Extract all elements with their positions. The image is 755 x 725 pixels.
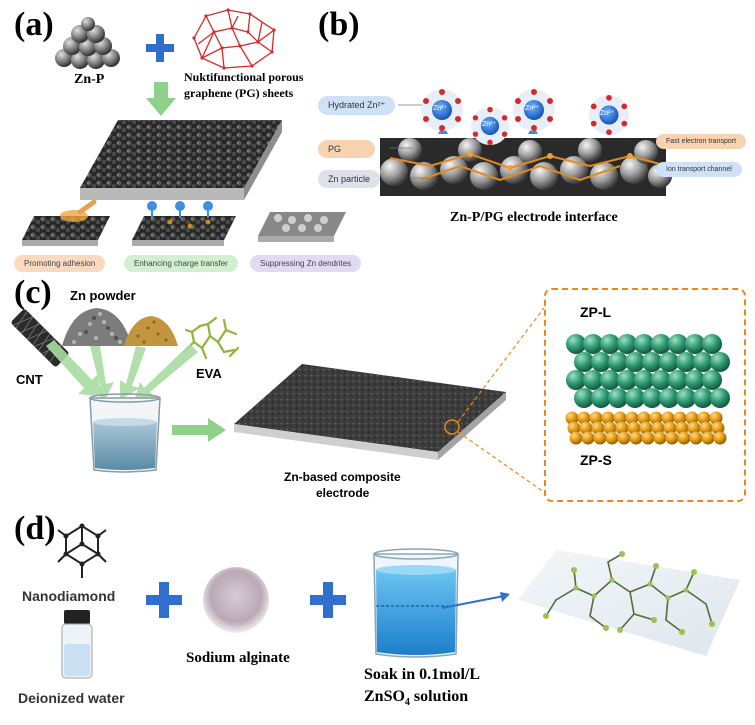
plus-icon [310,582,346,618]
cnt-label: CNT [16,372,43,387]
pointer-lines-left [390,104,428,179]
hydrated-ion-2-icon [470,106,510,146]
charge-transfer-slab-icon [132,201,236,246]
hydrated-ion-3-icon [513,89,555,131]
eva-label: EVA [196,366,222,381]
tag-hydrated-zn: Hydrated Zn²⁺ [318,96,396,115]
hydrated-ion-4-icon [588,94,630,136]
soak-formula-subscript: 4 [404,697,410,709]
tag-zn-particle: Zn particle [318,170,381,188]
panel-d-label: (d) [14,510,56,547]
down-arrow-icon [146,82,176,116]
pg-label-line1: Nuktifunctional porous [184,70,304,84]
zn-powder-label: Zn powder [70,288,136,303]
powder-pile-icon [124,316,178,346]
dendrite-slab-icon [258,212,346,242]
hydrated-ion-1-icon [421,89,463,131]
zn-p-particles-icon [55,17,120,69]
ingredient-arrows [46,340,198,402]
graphene-sheet-icon [192,8,276,70]
water-label: Deionized water [18,690,125,706]
nanodiamond-label: Nanodiamond [22,588,116,604]
zoom-box [544,288,746,502]
panel-b-label: (b) [318,6,360,43]
soak-beaker-icon [373,548,459,658]
pointer-arrow-icon [441,592,510,609]
electrode-label-line1: Zn-based composite [284,470,401,484]
ion-symbol-4: Zn²⁺ [600,110,615,117]
composite-slab-icon [80,120,282,200]
soak-label-line2: ZnSO4 solution [364,688,468,708]
ion-symbol-3: Zn²⁺ [525,105,540,112]
panel-a-label: (a) [14,6,54,43]
zn-p-label: Zn-P [74,72,105,87]
tag-ion-transport-channel: Ion transport channel [656,162,742,177]
plus-icon [146,582,182,618]
soak-solution-word: solution [409,688,469,705]
effect-promoting-adhesion: Promoting adhesion [14,255,106,272]
zoom-callout-lines [444,307,545,493]
soak-formula: ZnSO [364,688,405,705]
sodium-alginate-powder-icon [203,567,269,633]
panel-b-caption: Zn-P/PG electrode interface [450,210,618,225]
nanodiamond-structure-icon [57,523,107,578]
tag-fast-electron-transport: Fast electron transport [656,134,747,149]
panel-c-label: (c) [14,274,52,311]
adhesion-slab-icon [22,199,110,246]
ion-symbol-1: Zn²⁺ [433,105,448,112]
ion-symbol-2: Zn²⁺ [482,121,497,128]
effect-enhancing-charge-transfer: Enhancing charge transfer [124,255,238,272]
zn-powder-pile-icon [62,308,132,346]
water-vial-icon [61,610,93,679]
soak-label-line1: Soak in 0.1mol/L [364,666,481,683]
plus-icon [146,34,174,62]
layered-spheres-illustration [565,334,730,445]
layer-top-label: ZP-L [580,304,612,320]
composite-electrode-plate-icon [234,364,506,460]
eva-polymer-icon [182,316,240,360]
pg-label-line2: graphene (PG) sheets [184,86,294,100]
beaker-icon [89,393,161,473]
electrode-interface-illustration [380,124,672,196]
tag-pg: PG [318,140,376,158]
effect-suppressing-zn-dendrites: Suppressing Zn dendrites [250,255,362,272]
layer-bottom-label: ZP-S [580,452,612,468]
right-arrow-icon [172,418,226,442]
hydrogel-network-illustration [518,550,740,656]
alginate-label: Sodium alginate [186,650,290,666]
electrode-label-line2: electrode [316,486,370,500]
